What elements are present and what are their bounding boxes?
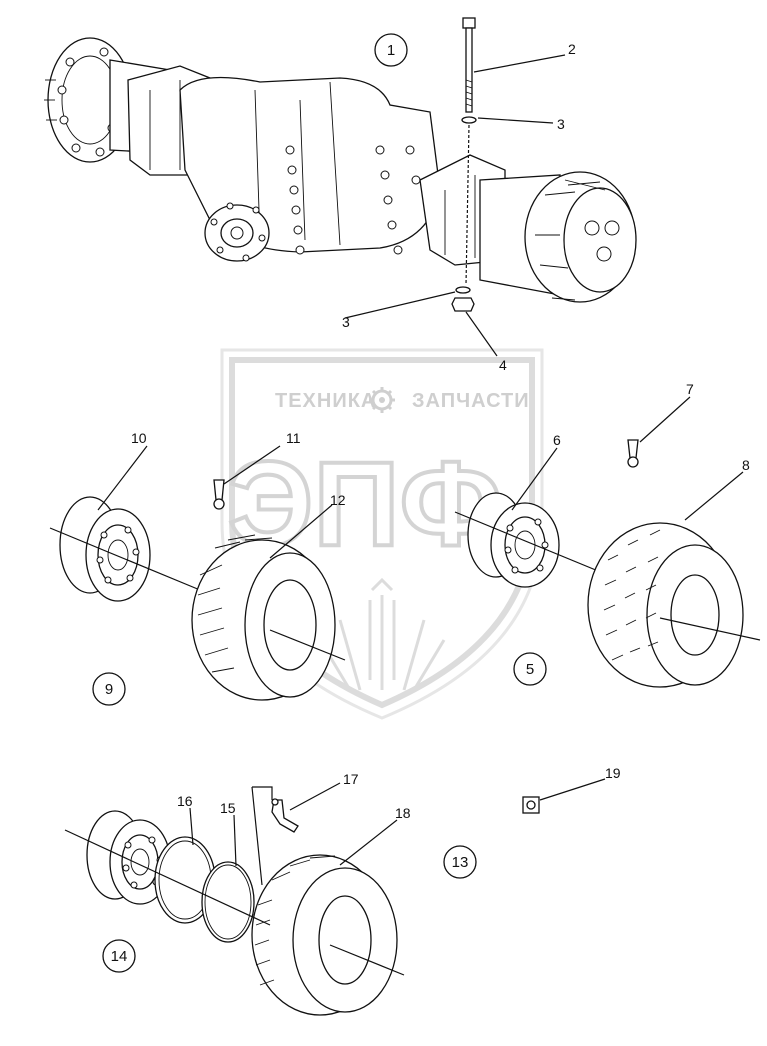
- tire-valve-7: [627, 439, 639, 468]
- callout-15: 15: [220, 800, 236, 816]
- group-label-13: 13: [452, 854, 469, 871]
- callout-3-bottom: 3: [342, 314, 350, 330]
- group-label-1: 1: [387, 42, 395, 59]
- callout-3-top: 3: [557, 116, 565, 132]
- mounting-bolt: [462, 17, 476, 113]
- wheel-rim-6: [467, 492, 560, 588]
- axle-assembly: [44, 37, 637, 303]
- leader-lines: [97, 54, 744, 867]
- callout-16: 16: [177, 793, 193, 809]
- callout-10: 10: [131, 430, 147, 446]
- tire-valve-11: [213, 479, 225, 510]
- callout-12: 12: [330, 492, 346, 508]
- callout-4: 4: [499, 357, 507, 373]
- group-label-5: 5: [526, 661, 534, 678]
- watermark-wheat: [318, 577, 446, 691]
- group-labels: 1 5 9 13 14: [92, 33, 547, 973]
- callout-17: 17: [343, 771, 359, 787]
- callout-7: 7: [686, 381, 694, 397]
- tire-valve-17: [271, 798, 299, 833]
- watermark-text-right: ЗАПЧАСТИ: [412, 390, 530, 412]
- group-label-14: 14: [111, 948, 128, 965]
- wheel-rim-10: [59, 496, 151, 602]
- washer-19: [522, 796, 540, 814]
- callout-8: 8: [742, 457, 750, 473]
- watermark-text-left: ТЕХНИКА: [275, 390, 376, 412]
- turf-tire-8: [587, 522, 744, 688]
- gear-icon: [369, 387, 395, 413]
- nut: [451, 297, 475, 312]
- callout-11: 11: [286, 430, 301, 446]
- tire-18: [251, 854, 398, 1016]
- callout-19: 19: [605, 765, 621, 781]
- group-label-9: 9: [105, 681, 113, 698]
- washer-top: [461, 116, 477, 124]
- seal-ring-15: [201, 861, 255, 943]
- callout-labels: 2 3 3 4 6 7 8 10 11 12 15 16 17 18 19: [131, 41, 750, 821]
- callout-6: 6: [553, 432, 561, 448]
- callout-18: 18: [395, 805, 411, 821]
- callout-2: 2: [568, 41, 576, 57]
- tractor-tire-12: [191, 534, 336, 701]
- washer-bottom: [455, 286, 471, 294]
